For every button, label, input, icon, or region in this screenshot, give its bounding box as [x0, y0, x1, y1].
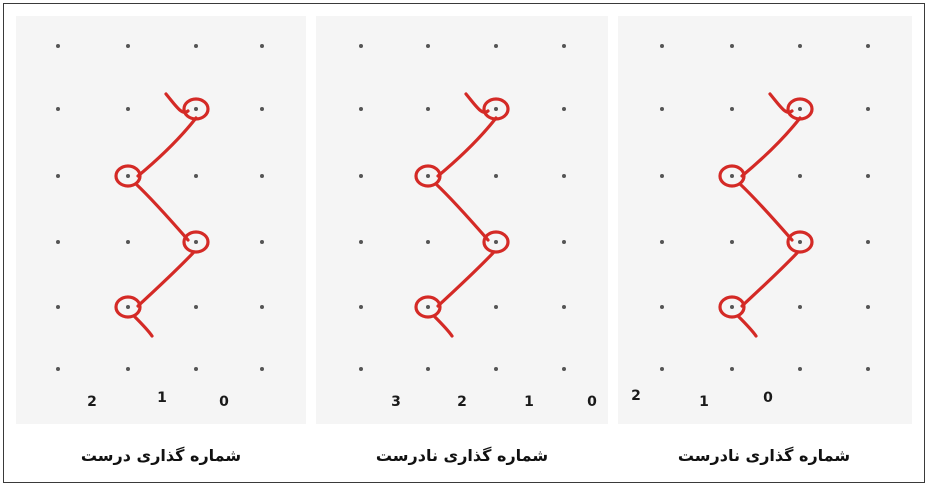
figure-frame: 2 1 0 — [3, 3, 925, 483]
caption-incorrect-2: شماره گذاری نادرست — [677, 446, 851, 465]
grid-dots — [359, 44, 566, 371]
column-number: 0 — [219, 394, 229, 410]
panel-incorrect-2-diagram: 2 1 0 — [631, 44, 870, 410]
column-number: 2 — [457, 394, 467, 410]
grid-dots — [660, 44, 870, 371]
stitch-path — [718, 92, 814, 338]
column-number: 0 — [763, 390, 773, 406]
panel-incorrect-1: 3 2 1 0 — [316, 16, 608, 424]
column-number: 1 — [699, 394, 709, 410]
stitch-path — [114, 92, 210, 338]
column-number: 2 — [87, 394, 97, 410]
stitch-path — [414, 92, 510, 338]
panel-correct: 2 1 0 — [16, 16, 306, 424]
column-number: 1 — [524, 394, 534, 410]
column-number: 3 — [391, 394, 401, 410]
column-number: 0 — [587, 394, 597, 410]
caption-incorrect-1: شماره گذاری نادرست — [375, 446, 549, 465]
column-number: 2 — [631, 388, 641, 404]
panel-incorrect-2: 2 1 0 — [618, 16, 912, 424]
column-number: 1 — [157, 390, 167, 406]
panel-incorrect-1-diagram: 3 2 1 0 — [359, 44, 597, 410]
panel-correct-diagram: 2 1 0 — [56, 44, 264, 410]
grid-dots — [56, 44, 264, 371]
caption-correct: شماره گذاری درست — [80, 446, 242, 465]
